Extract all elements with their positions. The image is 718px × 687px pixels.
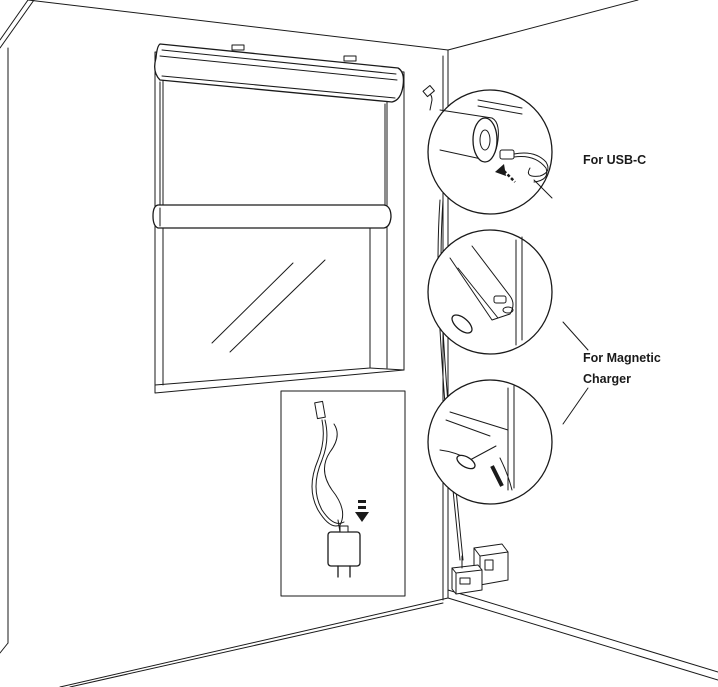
usb-c-label-text: For USB-C	[583, 153, 647, 167]
usb-c-detail-circle	[427, 89, 553, 215]
leader-lines	[562, 321, 589, 425]
down-arrow-icon	[355, 500, 369, 522]
charger-inset	[280, 390, 406, 597]
power-adapter-icon	[327, 525, 361, 578]
window-roller-shade-icon	[152, 43, 405, 229]
power-adapter-icon	[451, 555, 483, 595]
usb-c-cable-icon	[311, 400, 345, 533]
magnetic-label-line1: For Magnetic	[583, 351, 661, 365]
magnetic-detail-circle-top	[427, 229, 553, 355]
insert-arrow-icon	[495, 164, 516, 183]
usb-c-label: For USB-C	[583, 150, 646, 171]
magnetic-detail-circle-bottom	[427, 379, 553, 505]
magnetic-charger-label: For Magnetic Charger	[583, 348, 661, 390]
magnetic-label-line2: Charger	[583, 372, 631, 386]
